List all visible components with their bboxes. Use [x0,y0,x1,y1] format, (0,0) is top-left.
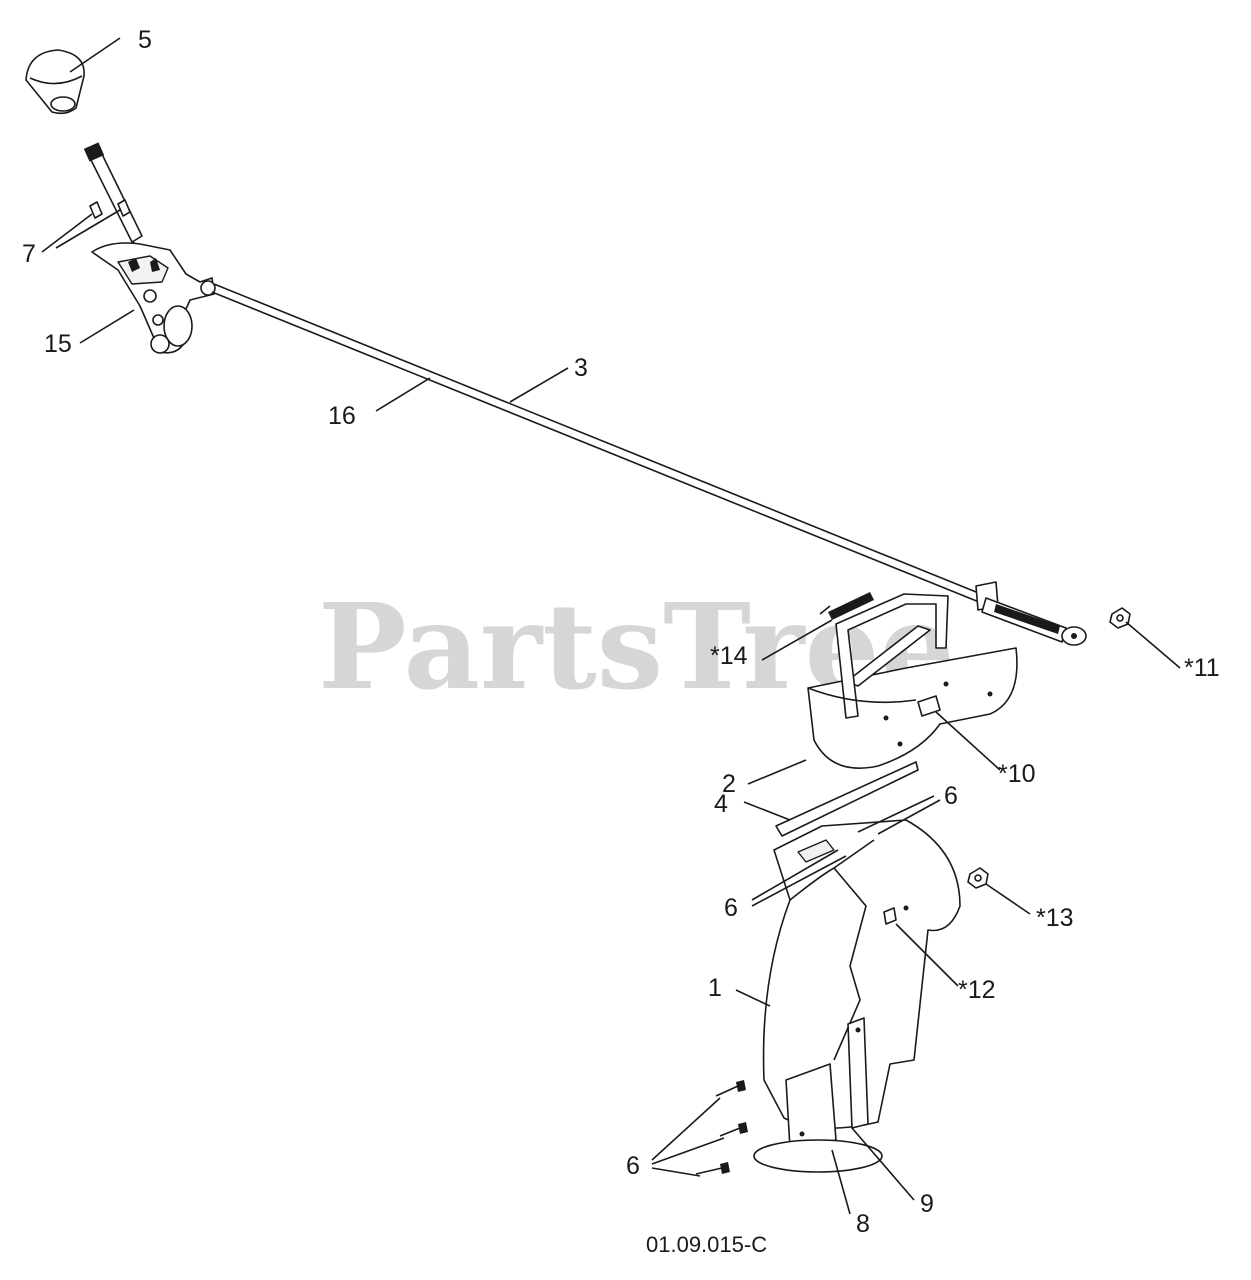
shift-bracket-part [91,242,216,354]
callout-6-lower: 6 [626,1152,640,1180]
drawing-code: 01.09.015-C [646,1232,767,1257]
shift-lever-part [83,142,153,253]
callout-labels: 5 7 15 16 3 *14 *11 2 *10 4 6 6 *13 *12 … [22,26,1220,1238]
callout-15: 15 [44,330,72,358]
chute-deflector-part [807,593,1018,769]
knob-part [25,49,85,115]
screw-part [89,199,131,219]
chute-body-part [753,819,961,1173]
callout-10: *10 [998,760,1036,788]
callout-13: *13 [1036,904,1074,932]
leader-lines [41,37,1181,1215]
callout-14: *14 [710,642,748,670]
callout-6-upper: 6 [944,782,958,810]
callout-2: 2 [722,770,736,798]
callout-7: 7 [22,240,36,268]
callout-4: 4 [714,790,728,818]
nut-part [1109,607,1131,629]
shift-rod-part [211,283,1087,646]
callout-8: 8 [856,1210,870,1238]
lower-nut-part [967,867,989,889]
pin-part-lower [695,1080,748,1175]
callout-12: *12 [958,976,996,1004]
callout-6-middle: 6 [724,894,738,922]
plate-part [775,761,919,837]
callout-9: 9 [920,1190,934,1218]
callout-1: 1 [708,974,722,1002]
callout-5: 5 [138,26,152,54]
callout-11: *11 [1184,654,1220,682]
spring-part [819,592,874,620]
callout-16: 16 [328,402,356,430]
callout-3: 3 [574,354,588,382]
